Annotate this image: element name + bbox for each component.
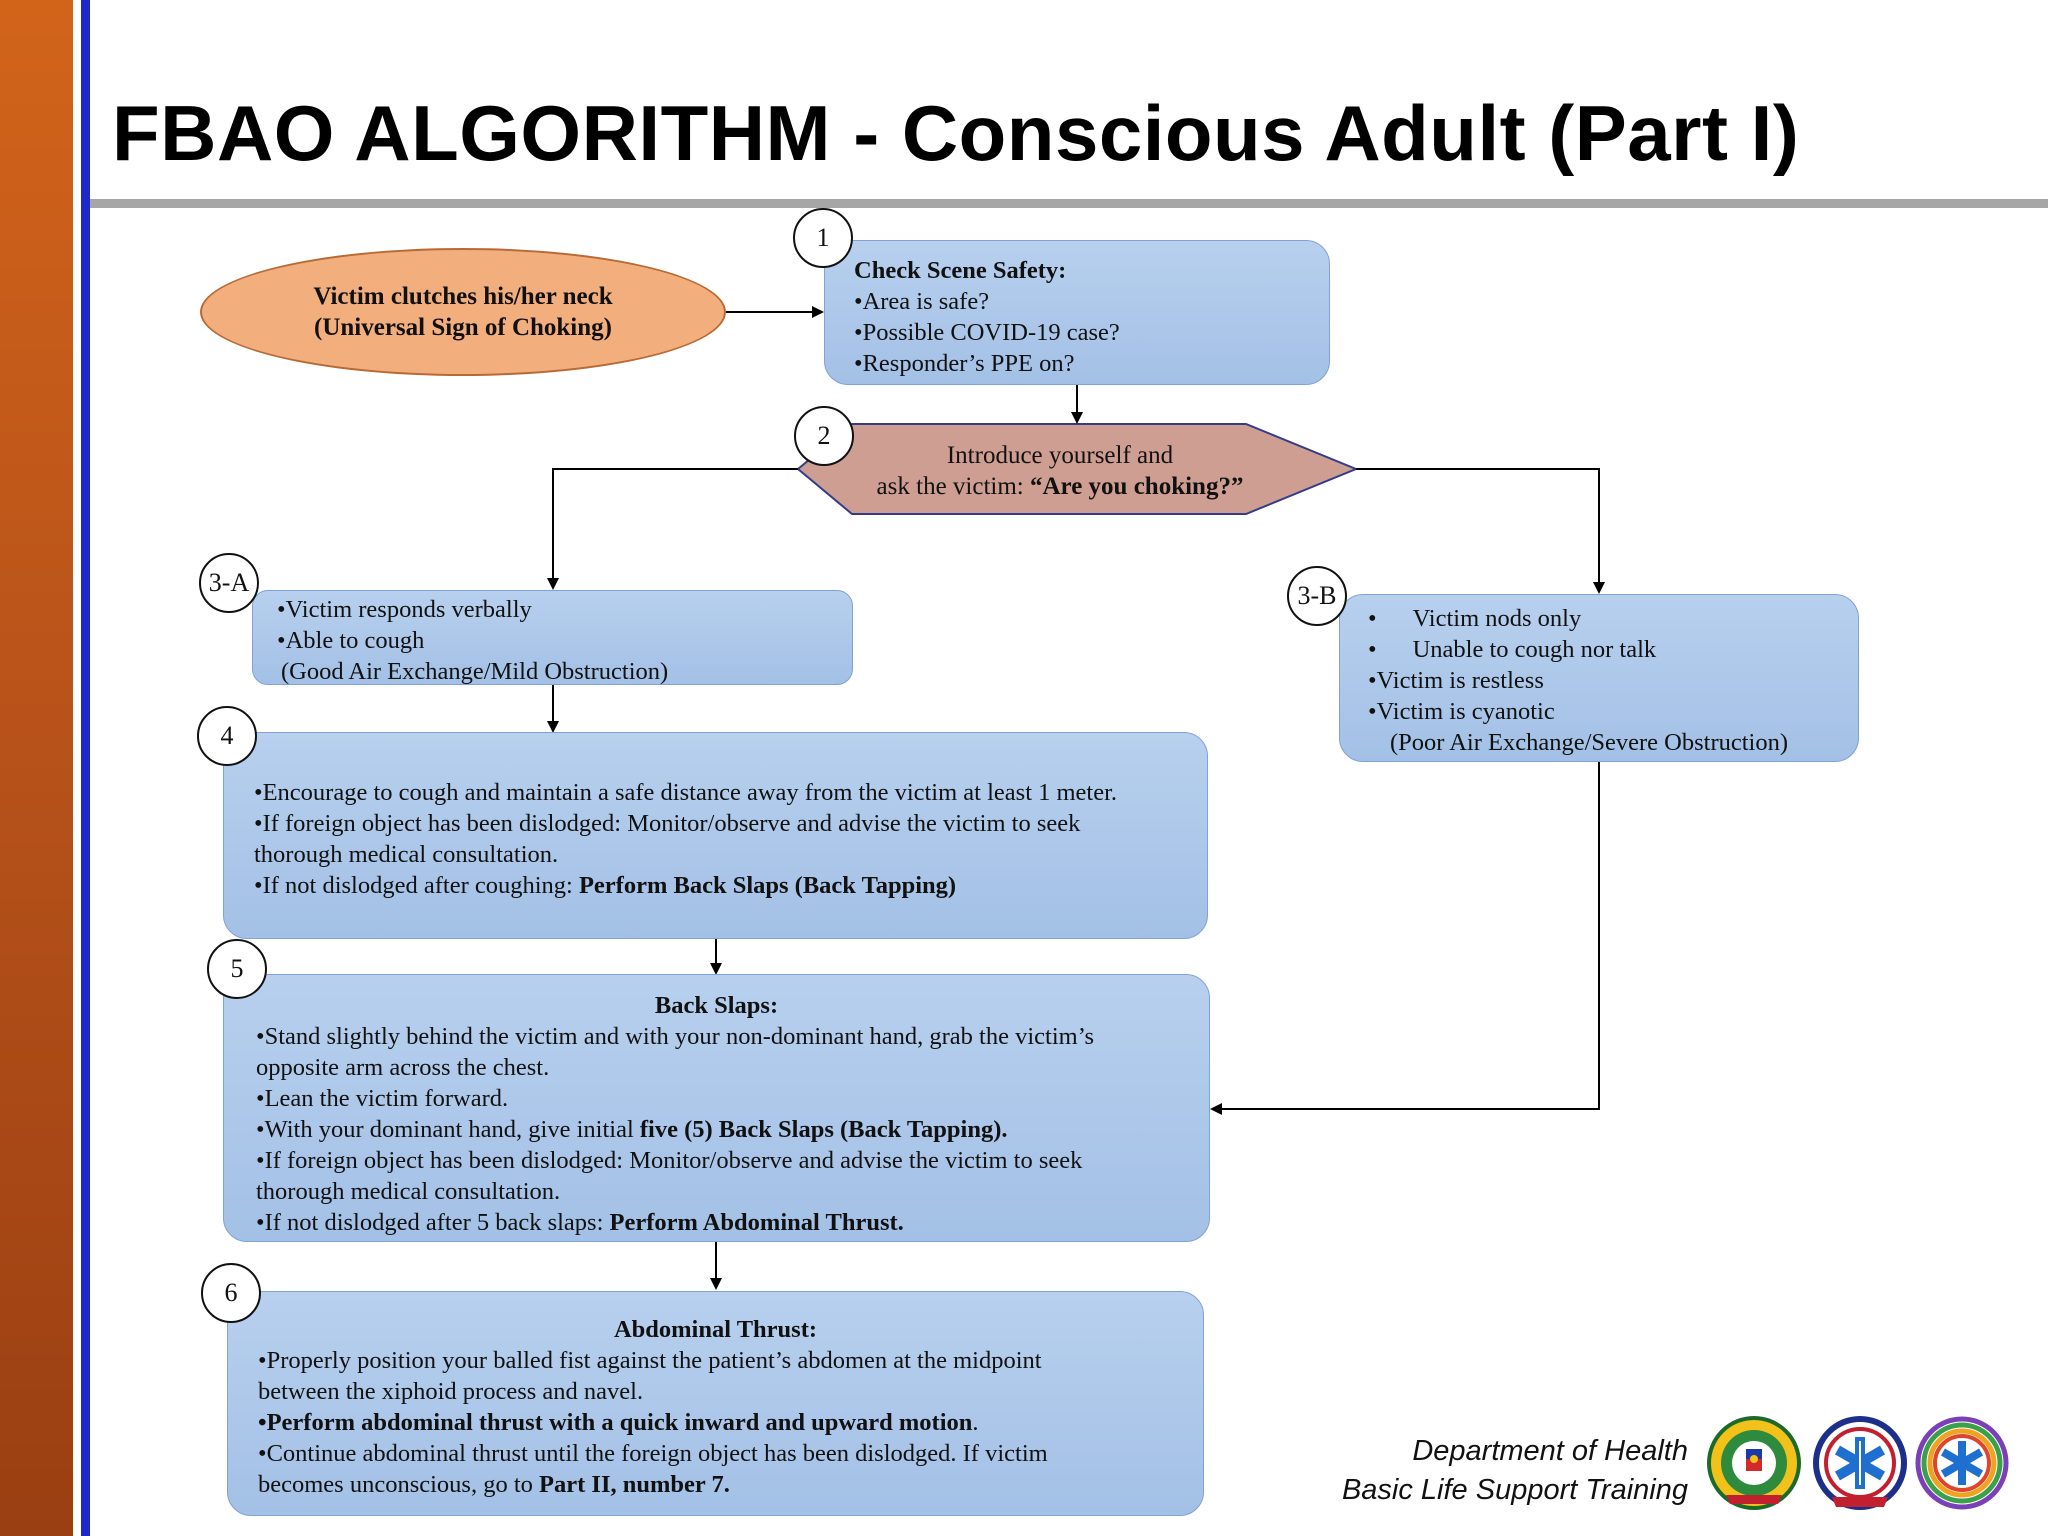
footer-line-1: Department of Health bbox=[1412, 1435, 1688, 1467]
step5-heading: Back Slaps: bbox=[654, 992, 779, 1019]
step2-line-1: Introduce yourself and bbox=[946, 442, 1174, 469]
step1-heading: Check Scene Safety: bbox=[854, 257, 1067, 284]
step5-line: •With your dominant hand, give initial f… bbox=[256, 1114, 1209, 1145]
step5-line: •Stand slightly behind the victim and wi… bbox=[256, 1023, 1095, 1050]
step3b-bullet: • bbox=[1368, 636, 1377, 663]
step3b-severe-obstruction-box: • Victim nods only • Unable to cough nor t… bbox=[1339, 594, 1859, 762]
arrow-step2-to-step3b bbox=[1356, 468, 1605, 594]
step6-line-bold: Part II, number 7. bbox=[539, 1471, 730, 1498]
step-number-4: 4 bbox=[197, 706, 257, 766]
step5-line-prefix: •With your dominant hand, give initial bbox=[256, 1116, 640, 1143]
start-line-2: (Universal Sign of Choking) bbox=[314, 314, 612, 341]
step-number-5: 5 bbox=[207, 939, 267, 999]
step2-line-2: ask the victim: “Are you choking?” bbox=[820, 471, 1300, 502]
step-number-2: 2 bbox=[794, 406, 854, 466]
step4-line: •Encourage to cough and maintain a safe … bbox=[254, 779, 1118, 806]
step2-question: Introduce yourself and ask the victim: “… bbox=[820, 440, 1300, 502]
step4-line-prefix: •If not dislodged after coughing: bbox=[254, 872, 579, 899]
arrow-step2-to-step3a bbox=[547, 468, 798, 590]
step5-line: thorough medical consultation. bbox=[256, 1178, 561, 1205]
step6-line: •Continue abdominal thrust until the for… bbox=[258, 1440, 1048, 1467]
step3b-bullet: • bbox=[1368, 605, 1377, 632]
step6-line: •Properly position your balled fist agai… bbox=[258, 1347, 1042, 1374]
footer-line-2: Basic Life Support Training bbox=[1341, 1474, 1688, 1506]
arrow-step3b-to-step5 bbox=[1210, 762, 1600, 1115]
doh-ems-emblem-logo bbox=[1813, 1416, 1907, 1510]
step1-scene-safety-box: Check Scene Safety: •Area is safe? •Poss… bbox=[824, 240, 1330, 385]
step1-item: •Area is safe? bbox=[854, 288, 990, 315]
blue-accent-bar bbox=[81, 0, 90, 1536]
step4-line-bold: Perform Back Slaps (Back Tapping) bbox=[578, 872, 957, 899]
step3b-item: •Victim is cyanotic bbox=[1368, 698, 1555, 725]
title-divider bbox=[90, 199, 2048, 208]
step3b-item: Unable to cough nor talk bbox=[1412, 636, 1657, 663]
step3a-item: •Able to cough bbox=[277, 627, 425, 654]
step6-line-prefix: becomes unconscious, go to bbox=[258, 1471, 540, 1498]
step6-heading: Abdominal Thrust: bbox=[613, 1316, 818, 1343]
step3a-item: •Victim responds verbally bbox=[277, 596, 532, 623]
start-line-1: Victim clutches his/her neck bbox=[313, 283, 613, 310]
step-number-3b: 3-B bbox=[1287, 566, 1347, 626]
step1-item: •Responder’s PPE on? bbox=[854, 350, 1075, 377]
step5-line: opposite arm across the chest. bbox=[256, 1054, 550, 1081]
step4-line: thorough medical consultation. bbox=[254, 841, 559, 868]
step6-line: becomes unconscious, go to Part II, numb… bbox=[258, 1469, 1203, 1500]
step3a-mild-obstruction-box: •Victim responds verbally •Able to cough… bbox=[252, 590, 853, 685]
left-accent-bar bbox=[0, 0, 73, 1536]
step5-line-bold: five (5) Back Slaps (Back Tapping). bbox=[639, 1116, 1008, 1143]
step3b-item: Victim nods only bbox=[1412, 605, 1582, 632]
step-number-6: 6 bbox=[201, 1263, 261, 1323]
step3b-item-row: • Unable to cough nor talk bbox=[1368, 634, 1858, 665]
step3a-item: (Good Air Exchange/Mild Obstruction) bbox=[281, 658, 669, 685]
step6-line: •Perform abdominal thrust with a quick i… bbox=[258, 1407, 1203, 1438]
step-number-3a: 3-A bbox=[199, 553, 259, 613]
start-ellipse: Victim clutches his/her neck (Universal … bbox=[200, 248, 726, 376]
step6-abdominal-thrust-box: Abdominal Thrust: •Properly position you… bbox=[227, 1291, 1204, 1516]
step3b-item: •Victim is restless bbox=[1368, 667, 1544, 694]
step4-line: •If foreign object has been dislodged: M… bbox=[254, 810, 1081, 837]
step6-line-bold: •Perform abdominal thrust with a quick i… bbox=[258, 1409, 973, 1436]
slide-title: FBAO ALGORITHM - Conscious Adult (Part I… bbox=[112, 89, 1800, 177]
step4-encourage-cough-box: •Encourage to cough and maintain a safe … bbox=[223, 732, 1208, 939]
step4-line: •If not dislodged after coughing: Perfor… bbox=[254, 870, 1207, 901]
step3b-item-row: • Victim nods only bbox=[1368, 603, 1858, 634]
step5-line: •Lean the victim forward. bbox=[256, 1085, 509, 1112]
step1-item: •Possible COVID-19 case? bbox=[854, 319, 1120, 346]
step6-line-suffix: . bbox=[972, 1409, 979, 1436]
step5-back-slaps-box: Back Slaps: •Stand slightly behind the v… bbox=[223, 974, 1210, 1242]
step-number-1: 1 bbox=[793, 208, 853, 268]
doh-seal-logo bbox=[1707, 1416, 1801, 1510]
step5-line: •If not dislodged after 5 back slaps: Pe… bbox=[256, 1207, 1209, 1238]
ems-rainbow-emblem-logo bbox=[1915, 1416, 2009, 1510]
step2-line-2-prefix: ask the victim: bbox=[876, 473, 1030, 500]
step2-line-2-bold: “Are you choking?” bbox=[1030, 473, 1244, 500]
step3b-item: (Poor Air Exchange/Severe Obstruction) bbox=[1390, 729, 1789, 756]
step6-line: between the xiphoid process and navel. bbox=[258, 1378, 644, 1405]
footer-credit: Department of Health Basic Life Support … bbox=[1342, 1432, 1688, 1510]
step5-line-prefix: •If not dislodged after 5 back slaps: bbox=[256, 1209, 610, 1236]
step5-line-bold: Perform Abdominal Thrust. bbox=[609, 1209, 904, 1236]
step5-line: •If foreign object has been dislodged: M… bbox=[256, 1147, 1083, 1174]
